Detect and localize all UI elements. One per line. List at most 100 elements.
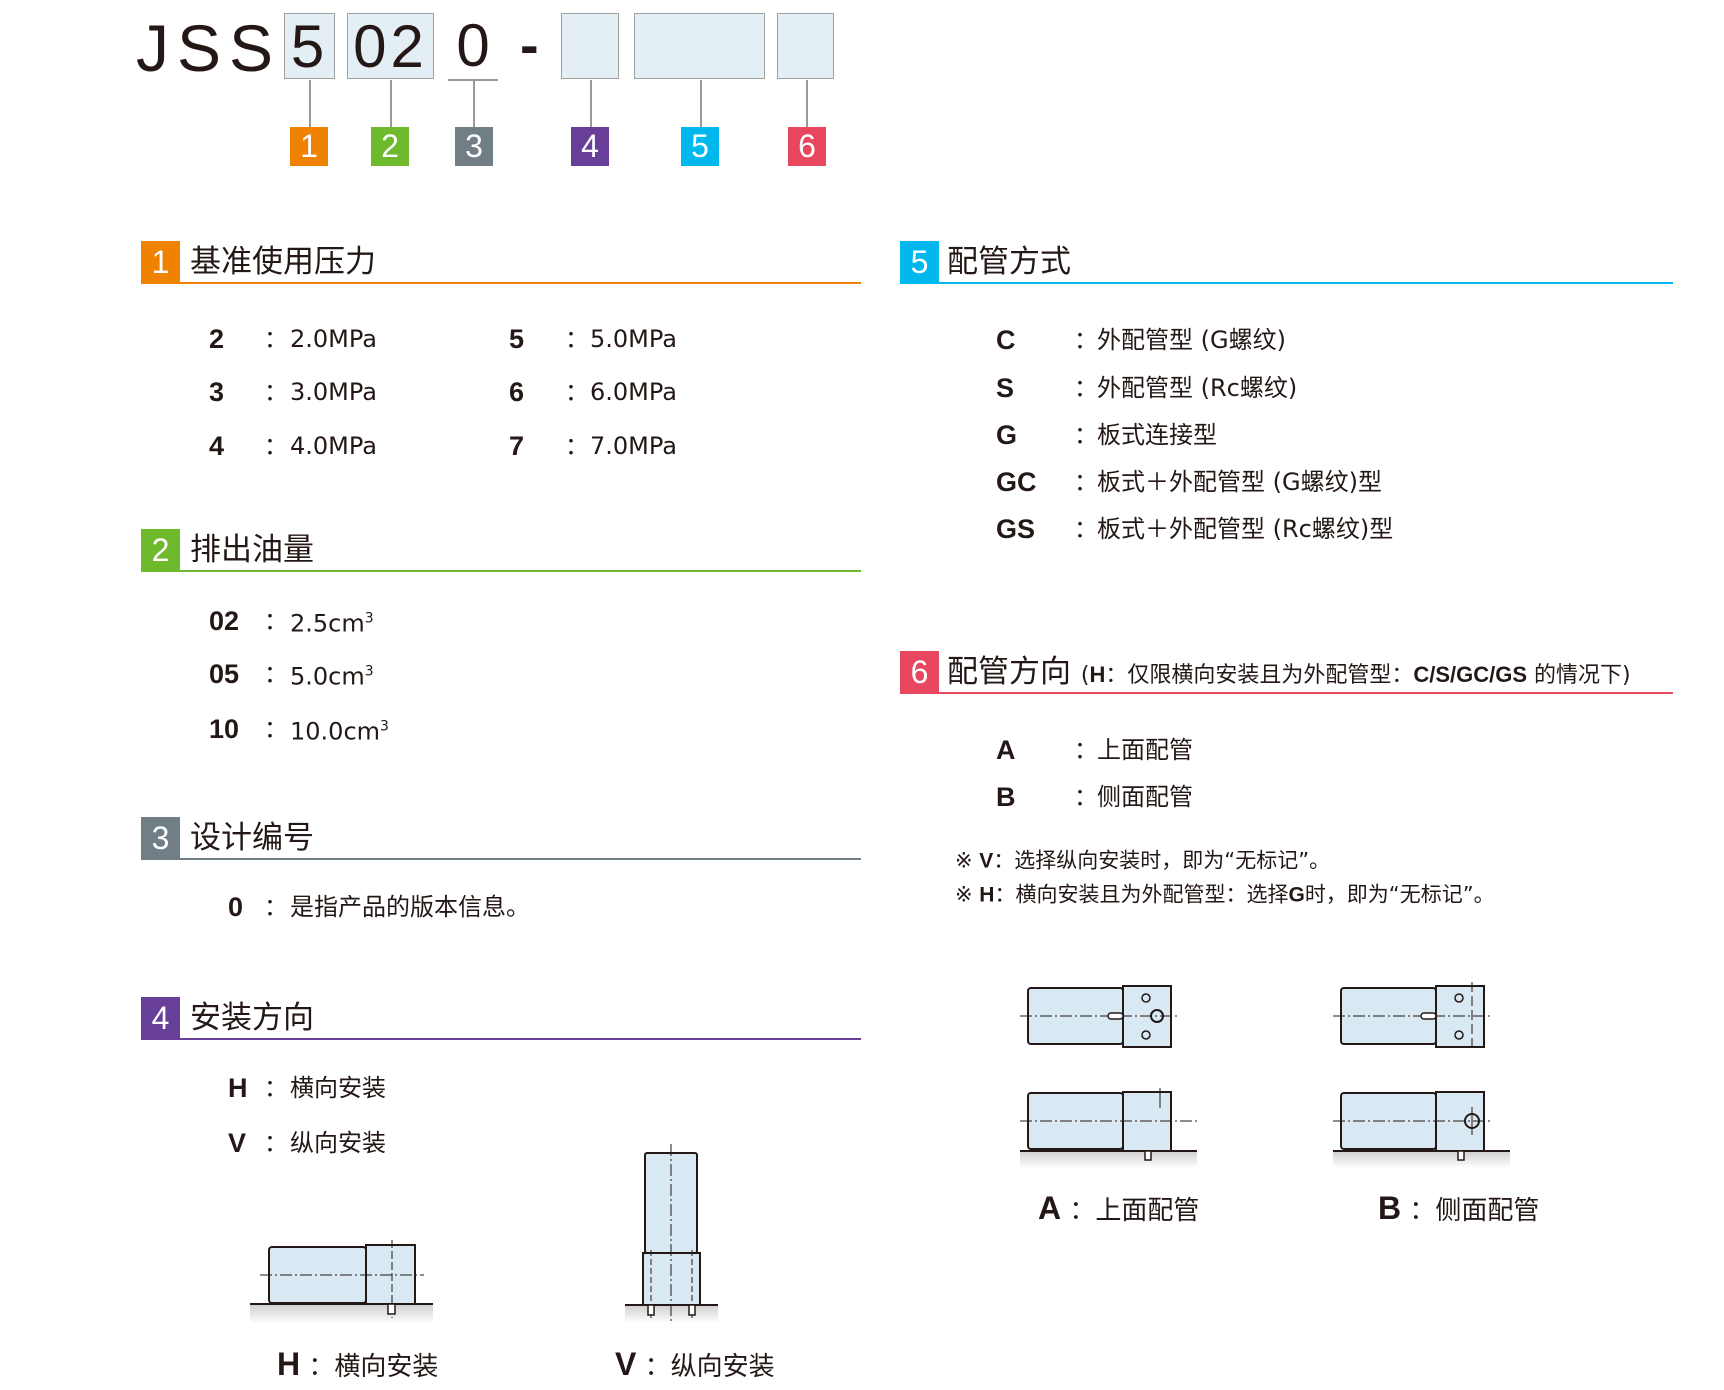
section-divider xyxy=(900,282,1673,284)
option-key: 10 xyxy=(209,714,240,744)
option-value: 6.0MPa xyxy=(590,378,677,406)
colon: ： xyxy=(264,1129,288,1157)
section-badge: 3 xyxy=(141,817,180,859)
badge-2: 2 xyxy=(371,127,409,166)
colon: ： xyxy=(565,325,589,353)
option-key: GS xyxy=(996,514,1036,544)
option-key: S xyxy=(996,373,1015,403)
colon: ： xyxy=(1074,421,1098,449)
connector-line xyxy=(700,80,702,127)
code-field-2: 02 xyxy=(347,13,434,80)
option-key: C xyxy=(996,325,1016,355)
colon: ： xyxy=(1074,783,1098,811)
colon: ： xyxy=(264,893,288,921)
code-field-5 xyxy=(634,13,765,79)
option-value: 是指产品的版本信息。 xyxy=(290,893,530,921)
option-key: H xyxy=(228,1073,248,1103)
horizontal-mount-drawing xyxy=(250,1240,433,1324)
colon: ： xyxy=(264,432,288,460)
option-value: 3.0MPa xyxy=(290,378,377,406)
option-key: 05 xyxy=(209,659,240,689)
option-key: V xyxy=(228,1128,247,1158)
option-value: 4.0MPa xyxy=(290,432,377,460)
section-badge: 1 xyxy=(141,241,180,283)
section-title: 设计编号 xyxy=(190,820,314,856)
section-badge: 2 xyxy=(141,529,180,571)
connector-line xyxy=(806,80,808,127)
option-value: 横向安装 xyxy=(290,1074,386,1102)
option-value: 10.0cm3 xyxy=(290,717,389,746)
section-title: 排出油量 xyxy=(190,532,314,568)
colon: ： xyxy=(1074,326,1098,354)
note-horizontal: ※ H：横向安装且为外配管型：选择G时，即为“无标记”。 xyxy=(955,882,1495,907)
option-value: 板式＋外配管型 (Rc螺纹)型 xyxy=(1097,515,1394,543)
side-piping-drawing xyxy=(1333,982,1510,1168)
badge-4: 4 xyxy=(571,127,609,166)
option-value: 外配管型 (G螺纹) xyxy=(1097,326,1286,354)
section-title: 配管方向 (H：仅限横向安装且为外配管型：C/S/GC/GS 的情况下) xyxy=(947,654,1631,690)
option-key: 5 xyxy=(509,324,525,354)
option-value: 侧面配管 xyxy=(1097,783,1193,811)
badge-6: 6 xyxy=(788,127,826,166)
colon: ： xyxy=(264,715,288,743)
badge-5: 5 xyxy=(681,127,719,166)
option-value: 板式连接型 xyxy=(1097,421,1217,449)
colon: ： xyxy=(264,378,288,406)
note-vertical: ※ V：选择纵向安装时，即为“无标记”。 xyxy=(955,848,1331,873)
option-value: 纵向安装 xyxy=(290,1129,386,1157)
option-key: A xyxy=(996,735,1016,765)
caption-vertical: V ：纵向安装 xyxy=(615,1346,775,1382)
option-key: G xyxy=(996,420,1018,450)
section-divider xyxy=(141,1038,861,1040)
connector-line xyxy=(390,80,392,127)
model-prefix: JSS xyxy=(136,11,282,85)
option-value: 5.0MPa xyxy=(590,325,677,353)
colon: ： xyxy=(264,607,288,635)
section-title: 安装方向 xyxy=(190,1000,314,1036)
caption-top-piping: A ：上面配管 xyxy=(1038,1190,1200,1226)
badge-3: 3 xyxy=(455,127,493,166)
section-title: 基准使用压力 xyxy=(190,244,376,280)
connector-line xyxy=(590,80,592,127)
option-value: 5.0cm3 xyxy=(290,662,374,691)
section-divider xyxy=(141,570,861,572)
connector-line xyxy=(473,80,475,127)
caption-horizontal: H ：横向安装 xyxy=(277,1346,439,1382)
colon: ： xyxy=(264,660,288,688)
colon: ： xyxy=(1074,374,1098,402)
option-value: 板式＋外配管型 (G螺纹)型 xyxy=(1097,468,1382,496)
badge-1: 1 xyxy=(290,127,328,166)
option-key: 02 xyxy=(209,606,240,636)
option-value: 7.0MPa xyxy=(590,432,677,460)
section-badge: 5 xyxy=(900,241,939,283)
option-key: GC xyxy=(996,467,1037,497)
section-badge: 4 xyxy=(141,997,180,1039)
option-key: B xyxy=(996,782,1016,812)
option-key: 4 xyxy=(209,431,225,461)
option-key: 0 xyxy=(228,892,244,922)
colon: ： xyxy=(1074,468,1098,496)
option-key: 2 xyxy=(209,324,225,354)
section-divider xyxy=(900,692,1673,694)
colon: ： xyxy=(565,378,589,406)
code-field-4 xyxy=(561,13,619,79)
colon: ： xyxy=(565,432,589,460)
option-key: 3 xyxy=(209,377,225,407)
option-value: 2.0MPa xyxy=(290,325,377,353)
section-subtitle: (H：仅限横向安装且为外配管型：C/S/GC/GS 的情况下) xyxy=(1080,662,1631,688)
section-badge: 6 xyxy=(900,651,939,693)
code-dash: - xyxy=(520,13,539,76)
section-title: 配管方式 xyxy=(947,244,1071,280)
option-key: 6 xyxy=(509,377,525,407)
option-value: 上面配管 xyxy=(1097,736,1193,764)
vertical-mount-drawing xyxy=(625,1144,718,1323)
section-divider xyxy=(141,282,861,284)
colon: ： xyxy=(264,1074,288,1102)
option-key: 7 xyxy=(509,431,525,461)
colon: ： xyxy=(1074,515,1098,543)
option-value: 2.5cm3 xyxy=(290,609,374,638)
option-value: 外配管型 (Rc螺纹) xyxy=(1097,374,1298,402)
colon: ： xyxy=(264,325,288,353)
top-piping-drawing xyxy=(1020,985,1197,1168)
